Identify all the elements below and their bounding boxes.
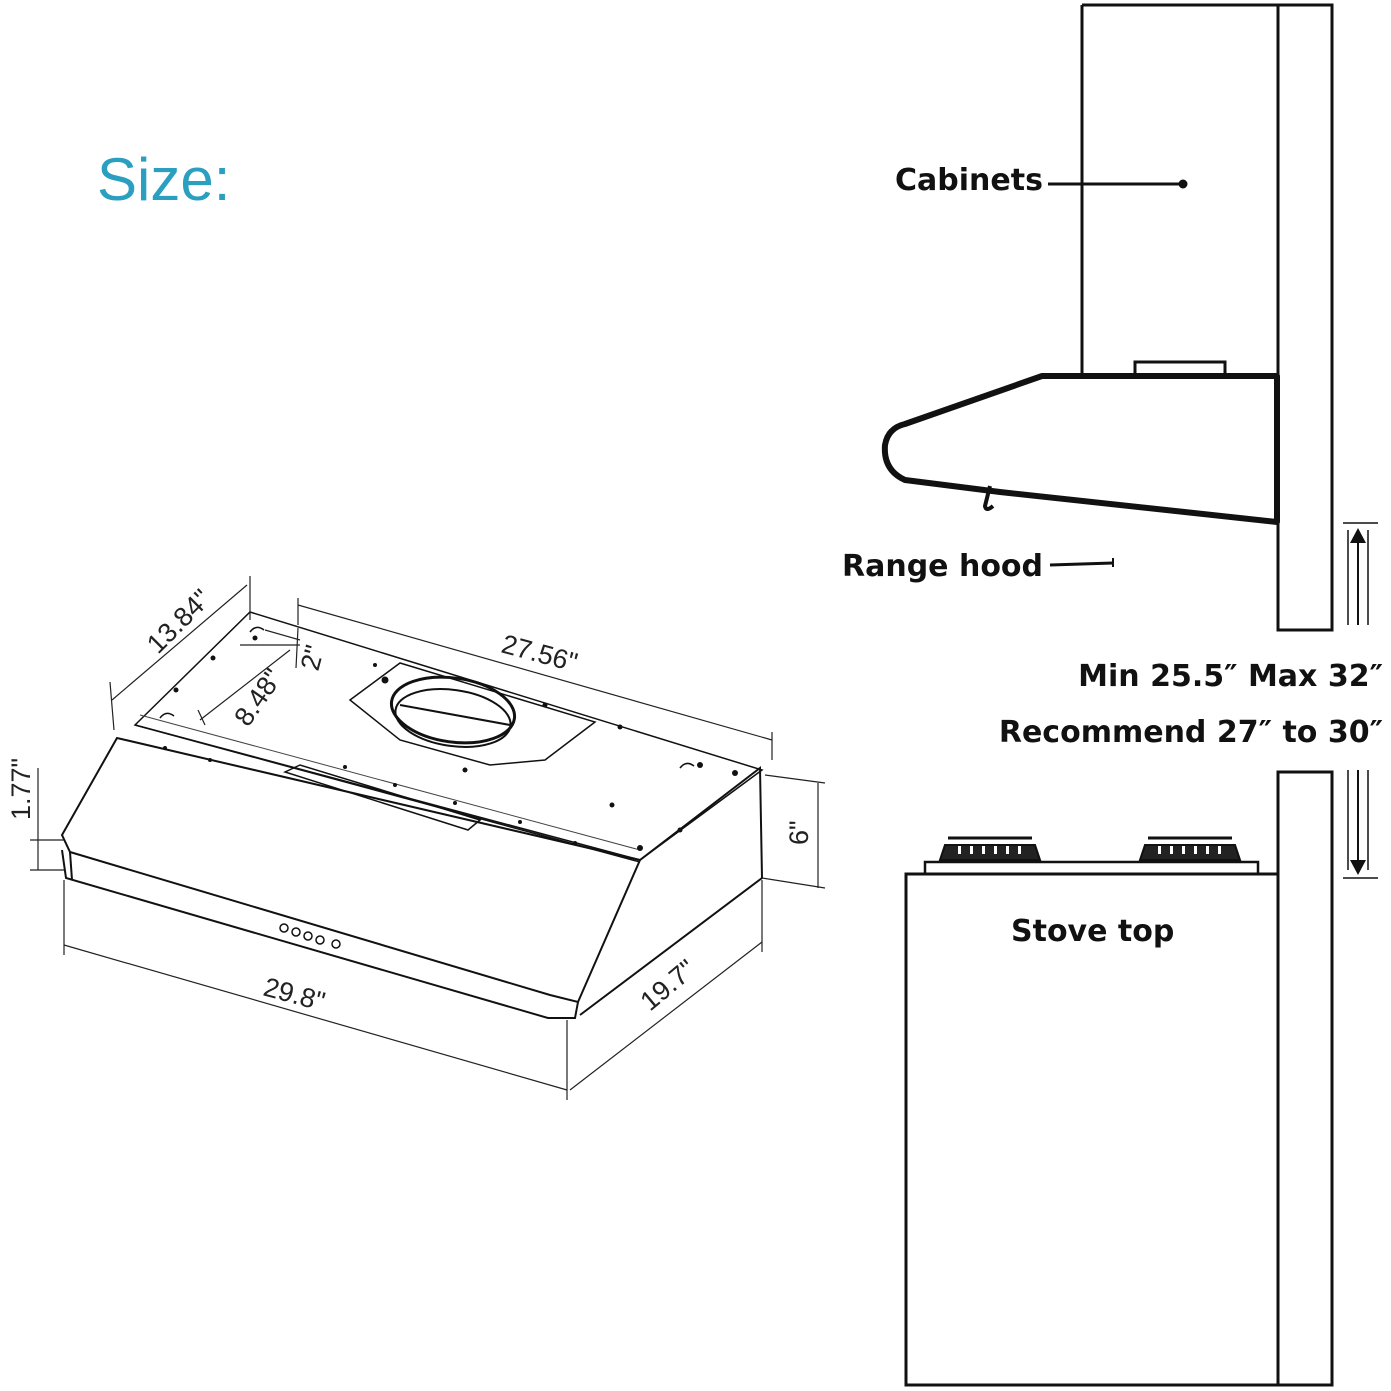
label-stove-top: Stove top	[1011, 914, 1175, 949]
label-range-hood: Range hood	[842, 549, 1044, 584]
dim-front-lip: 1.77"	[6, 758, 36, 820]
dim-offset: 2"	[295, 642, 330, 674]
dim-depth-top: 13.84"	[141, 583, 217, 659]
dim-depth-bottom: 19.7"	[635, 954, 702, 1017]
label-cabinets: Cabinets	[895, 163, 1043, 198]
dimension-lines	[30, 576, 826, 1100]
installation-side-view	[881, 3, 1378, 1387]
dim-width-top: 27.56"	[498, 629, 580, 678]
label-recommend: Recommend 27″ to 30″	[998, 715, 1383, 750]
dim-height: 6"	[784, 820, 814, 845]
dim-width-bottom: 29.8"	[260, 972, 328, 1017]
page-title: Size:	[97, 146, 231, 213]
label-min-max: Min 25.5″ Max 32″	[1078, 659, 1383, 694]
hood-isometric	[60, 611, 764, 1019]
dim-duct-offset: 8.48"	[228, 663, 288, 731]
